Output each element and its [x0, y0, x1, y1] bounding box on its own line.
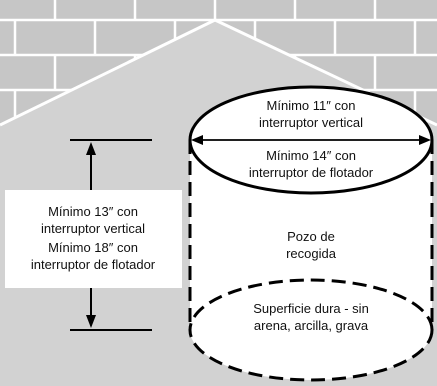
bottom-label-line-1: Superficie dura - sin: [253, 301, 369, 316]
pit-label-line-2: recogida: [286, 246, 337, 261]
inner-diameter-label-line-1: Mínimo 14″ con: [266, 148, 356, 163]
inner-diameter-label-line-2: interruptor de flotador: [249, 165, 374, 180]
pit-bottom-outline: [188, 278, 434, 382]
bottom-label-line-2: arena, arcilla, grava: [254, 318, 369, 333]
depth-arrow-down-head: [86, 315, 96, 328]
diameter-arrow-right-head: [419, 135, 431, 145]
depth-label-line-2: interruptor vertical: [41, 221, 145, 236]
top-diameter-label-line-1: Mínimo 11″ con: [267, 98, 356, 113]
pit-bottom-fill: [190, 280, 432, 380]
depth-label-box: [5, 190, 182, 288]
depth-arrow-up-head: [86, 142, 96, 155]
diameter-arrow-left-head: [191, 135, 203, 145]
top-diameter-label-line-2: interruptor vertical: [259, 115, 363, 130]
pit-top-outline: [188, 85, 434, 195]
depth-label-line-3: Mínimo 18″ con: [48, 240, 138, 255]
depth-label-line-1: Mínimo 13″ con: [48, 204, 138, 219]
wall-left-edge: [0, 18, 216, 127]
depth-label-line-4: interruptor de flotador: [31, 257, 156, 272]
pit-label-line-1: Pozo de: [287, 229, 335, 244]
